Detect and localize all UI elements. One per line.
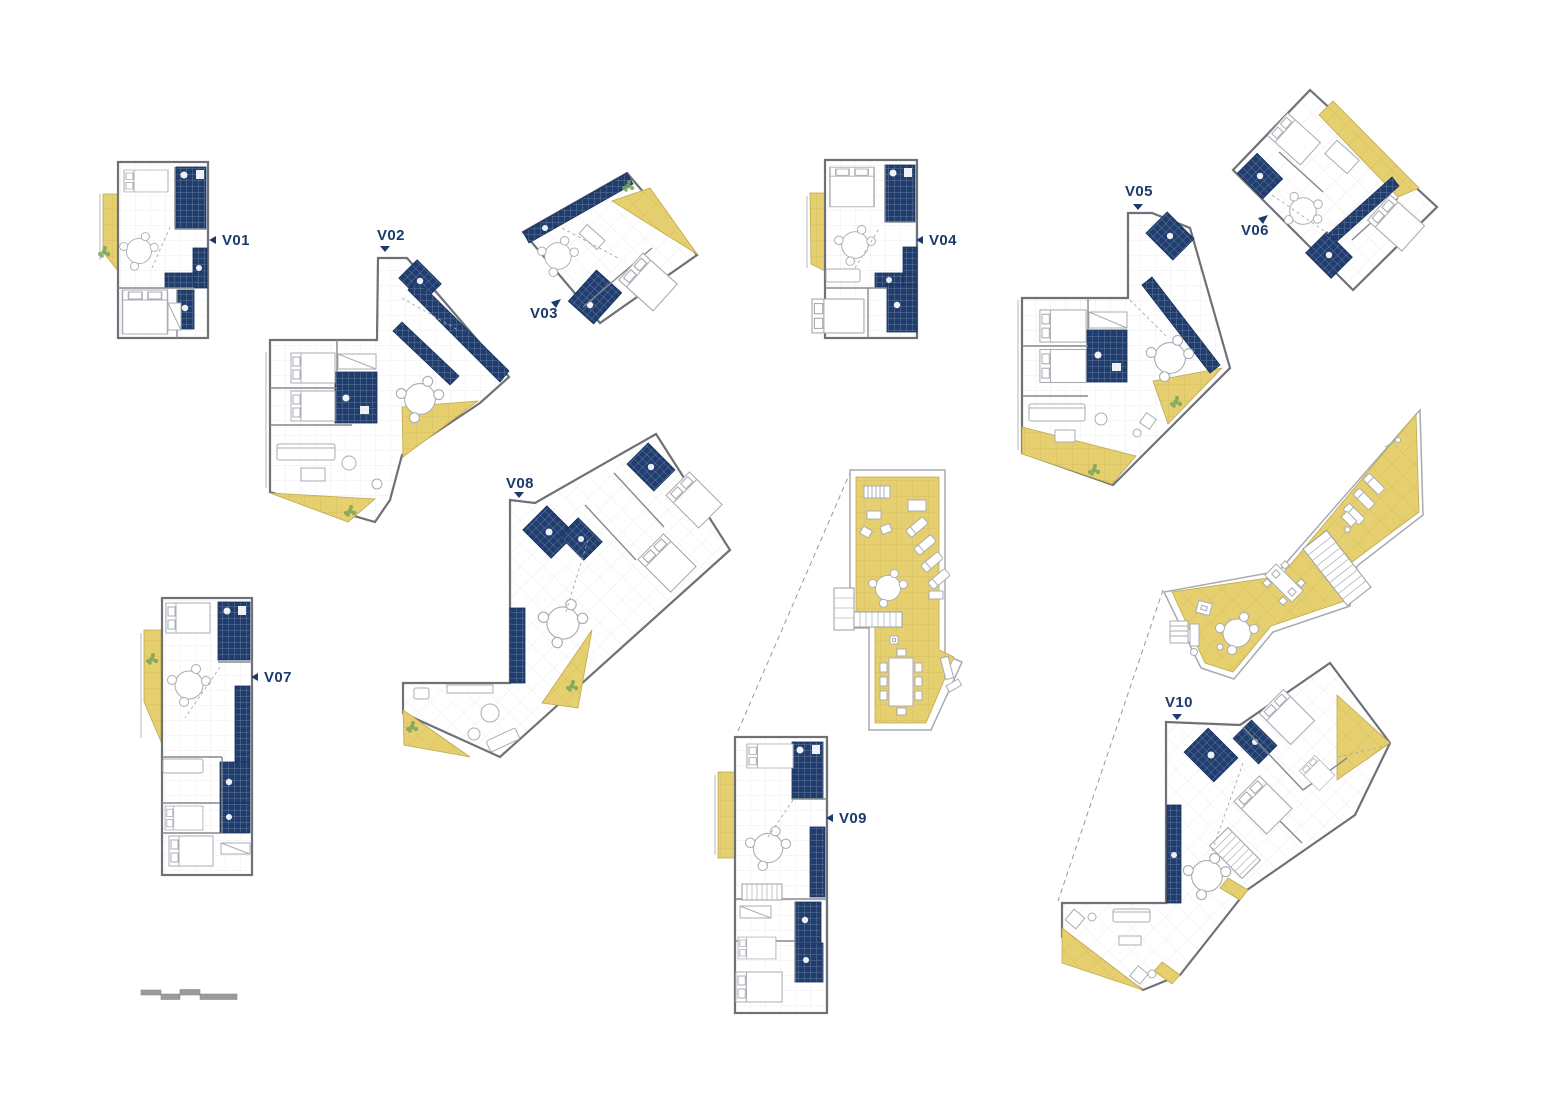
- unit-v10-label: V10: [1165, 694, 1193, 711]
- unit-v02-marker-icon: [380, 246, 390, 252]
- unit-v09-roof-terrace: [833, 469, 964, 731]
- unit-v10-plan: V10: [1060, 661, 1392, 992]
- scale-bar: [140, 989, 238, 1000]
- unit-v02-wet-areas: [334, 259, 510, 424]
- unit-v06-terrace: [1318, 100, 1420, 198]
- unit-v01-furniture: [119, 169, 182, 335]
- unit-v06-furniture: [1267, 112, 1426, 252]
- unit-v01-balcony: [102, 193, 119, 273]
- unit-v08-envelope: [401, 432, 732, 759]
- unit-v08-terraces: [402, 629, 593, 758]
- duplex-connector-v10: [1057, 589, 1164, 902]
- unit-v07-furniture: [162, 602, 251, 867]
- unit-v10-envelope: [1060, 661, 1392, 992]
- unit-v08-plan: V08: [401, 432, 732, 759]
- unit-v10-wet-areas: [1166, 719, 1278, 904]
- unit-v04-marker-icon: [916, 236, 923, 244]
- unit-v07-partitions: [162, 661, 252, 834]
- unit-v10-terraces: [1061, 694, 1391, 991]
- unit-v01-marker-icon: [209, 236, 216, 244]
- unit-v07-plan: V07: [140, 596, 292, 877]
- unit-v09-furniture: [735, 743, 794, 1003]
- v09-terrace-stairs: [833, 587, 903, 631]
- unit-v04-furniture: [811, 166, 881, 334]
- unit-v10-roof-terrace: [1162, 408, 1424, 680]
- unit-v05-partitions: [1022, 298, 1089, 397]
- unit-v02-label: V02: [377, 227, 405, 244]
- v10-terrace-stairs: [1302, 529, 1372, 607]
- unit-v08-wet-areas: [509, 442, 676, 684]
- unit-v08-partitions: [584, 472, 665, 561]
- unit-v01-wet-areas: [164, 166, 208, 330]
- unit-v07-marker-icon: [251, 673, 258, 681]
- unit-v08-marker-icon: [514, 492, 524, 498]
- unit-v08-furniture: [413, 471, 723, 753]
- unit-v06-label: V06: [1241, 222, 1269, 239]
- unit-v09-balcony: [717, 771, 736, 859]
- unit-v10-stairs: [1208, 826, 1262, 880]
- unit-v09-stairs: [741, 883, 783, 901]
- unit-v04-label: V04: [929, 232, 957, 249]
- unit-v03-marker-icon: [551, 299, 561, 308]
- unit-v07-balcony: [143, 629, 163, 745]
- unit-v01-label: V01: [222, 232, 250, 249]
- unit-v02-envelope: [268, 256, 511, 524]
- unit-v04-wet-areas: [874, 164, 918, 333]
- unit-v02-furniture: [276, 297, 459, 490]
- unit-v08-label: V08: [506, 475, 534, 492]
- v10-terrace-furniture: [1169, 437, 1401, 656]
- unit-v04-partitions: [825, 165, 917, 338]
- unit-v02-plan: V02: [265, 227, 511, 524]
- unit-v09-label: V09: [839, 810, 867, 827]
- v10-terrace-dashed-line: [1337, 744, 1390, 758]
- unit-v05-label: V05: [1125, 183, 1153, 200]
- unit-v10-furniture: [1064, 688, 1336, 985]
- unit-v06-plan: V06: [1231, 88, 1439, 292]
- unit-v07-wet-areas: [217, 601, 251, 834]
- unit-v07-label: V07: [264, 669, 292, 686]
- unit-v05-wet-areas: [1086, 211, 1221, 383]
- unit-v06-marker-icon: [1258, 215, 1268, 224]
- unit-v10-marker-icon: [1172, 714, 1182, 720]
- unit-v03-furniture: [537, 223, 678, 312]
- unit-v03-plan: V03: [521, 171, 699, 325]
- unit-v01-plan: V01: [98, 160, 250, 340]
- unit-v03-label: V03: [530, 305, 558, 322]
- v10-terrace-deck: [1171, 412, 1420, 673]
- unit-v05-marker-icon: [1133, 204, 1143, 210]
- unit-v05-terraces: [1021, 367, 1224, 485]
- unit-v04-plan: V04: [806, 158, 957, 340]
- unit-v06-wet-areas: [1236, 152, 1400, 279]
- v09-terrace-furniture: [858, 485, 963, 716]
- unit-v05-furniture: [1028, 299, 1195, 443]
- unit-v09-wet-areas: [791, 741, 826, 983]
- unit-v02-partitions: [270, 340, 352, 426]
- duplex-connector-v09: [737, 472, 851, 732]
- unit-v09-plan: V09: [714, 735, 867, 1015]
- unit-v03-terrace: [611, 187, 698, 255]
- unit-v09-marker-icon: [826, 814, 833, 822]
- unit-v05-plan: V05: [1017, 183, 1232, 487]
